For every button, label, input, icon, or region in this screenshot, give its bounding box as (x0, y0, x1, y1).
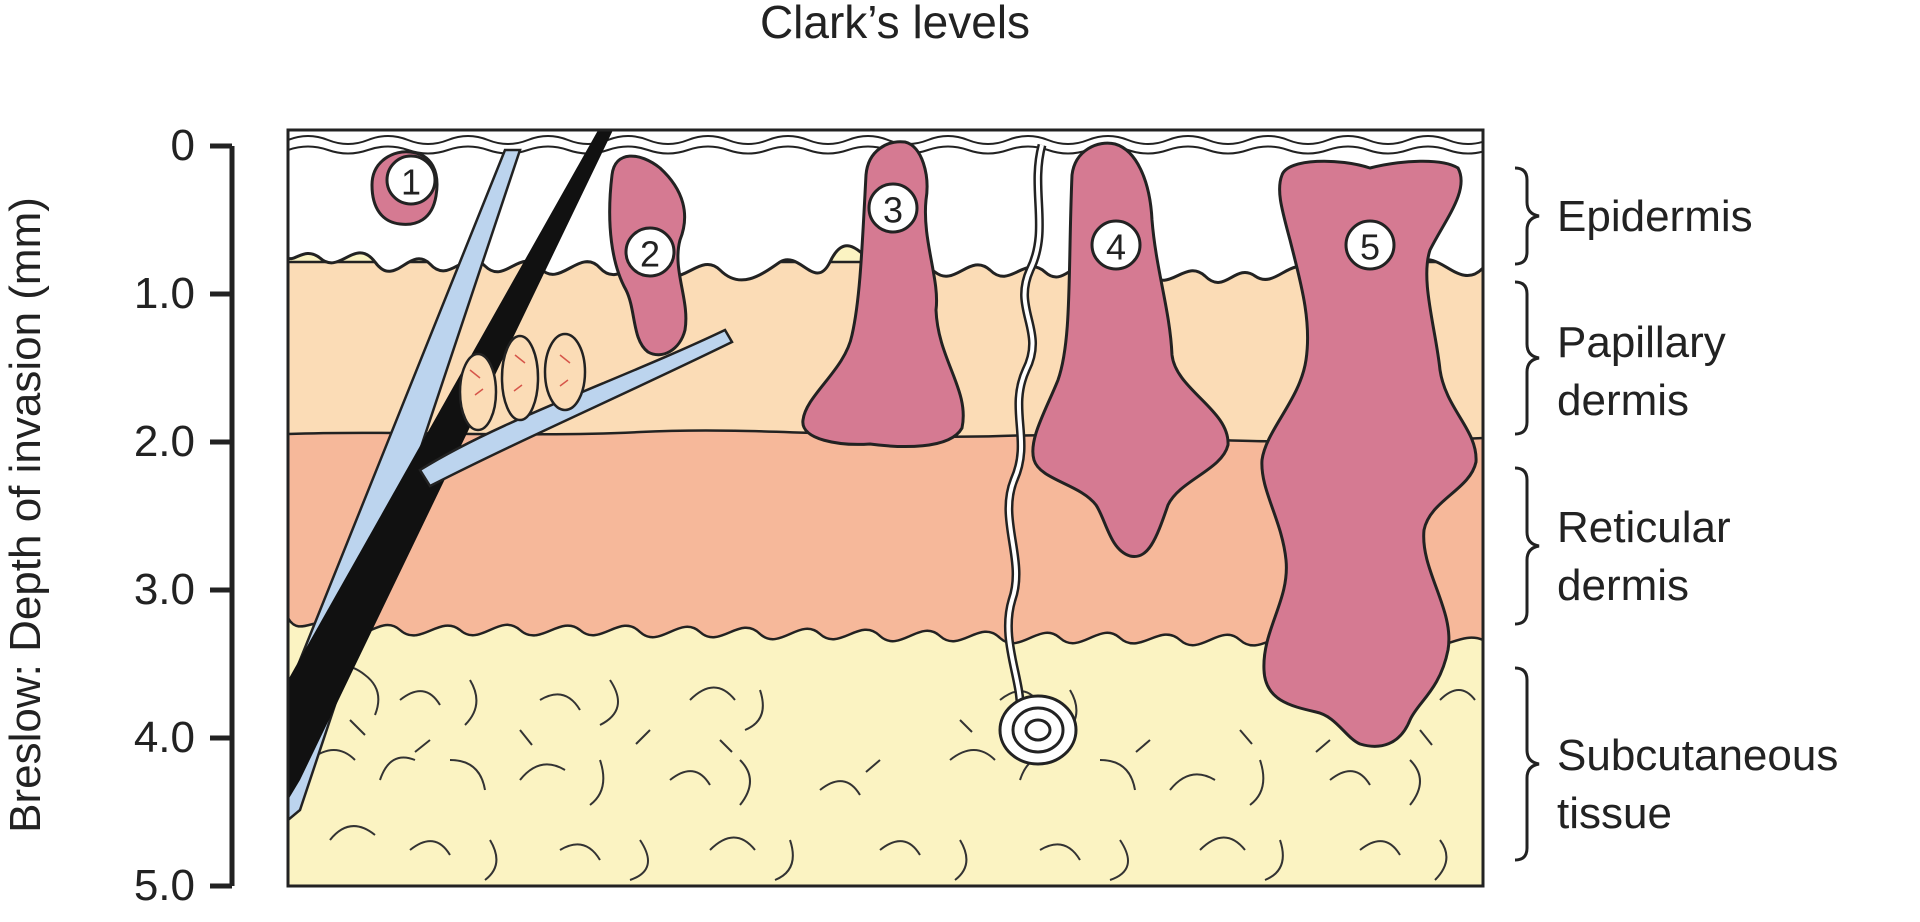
diagram-title: Clark’s levels (760, 0, 1030, 48)
skin-cross-section: 1 2 3 4 5 (288, 70, 1488, 886)
y-axis (210, 146, 232, 886)
layer-label-reticular: dermis (1557, 561, 1689, 610)
clark-level-number: 4 (1106, 227, 1126, 268)
layer-label-reticular: Reticular (1557, 503, 1731, 552)
tick-label: 3.0 (134, 565, 195, 614)
layer-labels: Epidermis Papillary dermis Reticular der… (1557, 192, 1838, 838)
tick-label: 5.0 (134, 861, 195, 910)
clark-level-number: 2 (640, 234, 660, 275)
layer-label-papillary: Papillary (1557, 318, 1726, 367)
sweat-gland-coil (1000, 696, 1076, 764)
layer-label-epidermis: Epidermis (1557, 192, 1753, 241)
layer-braces (1515, 168, 1539, 860)
tick-label: 0 (171, 121, 195, 170)
tick-label: 2.0 (134, 417, 195, 466)
layer-label-papillary: dermis (1557, 376, 1689, 425)
layer-label-subcutaneous: Subcutaneous (1557, 731, 1838, 780)
layer-label-subcutaneous: tissue (1557, 789, 1672, 838)
tick-label: 4.0 (134, 713, 195, 762)
clark-level-number: 3 (883, 190, 903, 231)
clark-level-number: 5 (1360, 227, 1380, 268)
y-axis-label: Breslow: Depth of invasion (mm) (1, 197, 50, 833)
tick-label: 1.0 (134, 269, 195, 318)
y-axis-ticks: 0 1.0 2.0 3.0 4.0 5.0 (134, 121, 195, 910)
clark-level-number: 1 (401, 162, 421, 203)
